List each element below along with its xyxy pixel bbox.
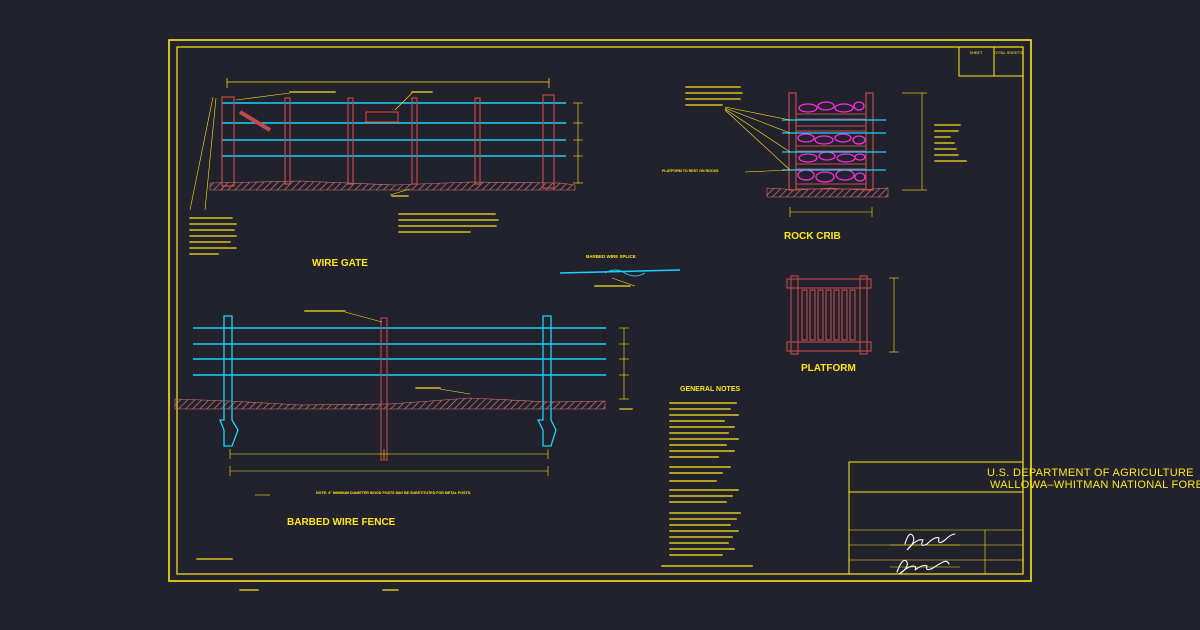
title-block [848, 461, 1024, 575]
handwritten-signature-icon [896, 533, 956, 575]
general-notes-body [661, 402, 753, 567]
wire-gate-title: WIRE GATE [312, 258, 368, 269]
total-sheets-label: TOTAL SHEETS [993, 50, 1023, 55]
barbed-wire-fence-title: BARBED WIRE FENCE [287, 517, 396, 528]
forest-name: WALLOWA–WHITMAN NATIONAL FOREST [990, 479, 1200, 491]
barbed-wire-splice-title: BARBED WIRE SPLICE [586, 254, 636, 259]
wire-gate-view [189, 78, 583, 211]
barbed-wire-fence-view [174, 311, 629, 496]
rock-crib-title: ROCK CRIB [784, 231, 841, 242]
sheet-number-box: SHEET TOTAL SHEETS [958, 46, 1024, 77]
sheet-label: SHEET [969, 50, 983, 55]
barbed-wire-splice-view [559, 269, 681, 287]
fine-print-blocks [189, 86, 967, 591]
agency-name: U.S. DEPARTMENT OF AGRICULTURE [987, 467, 1194, 479]
general-notes-heading: GENERAL NOTES [680, 386, 740, 393]
platform-title: PLATFORM [801, 363, 856, 374]
barbed-fence-note: NOTE: 4" MINIMUM DIAMETER WOOD POSTS MAY… [316, 491, 471, 495]
sheet-frame [168, 39, 1032, 582]
platform-view [786, 275, 899, 355]
platform-rest-note: PLATFORM TO REST ON ROCKS [662, 169, 719, 173]
rock-crib-view [724, 92, 927, 217]
